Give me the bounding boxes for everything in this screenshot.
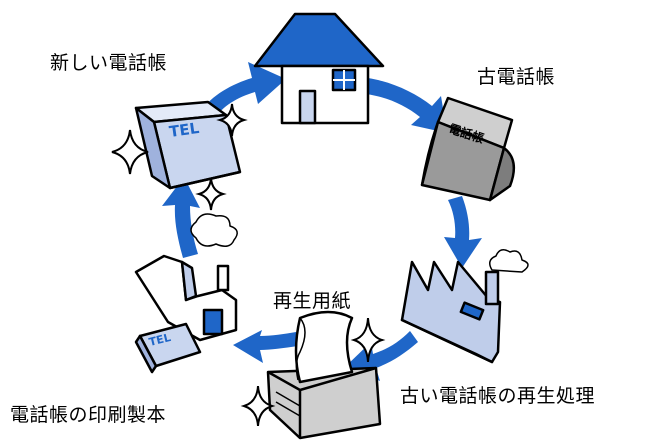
new-phonebook-illustration: TEL [134,100,242,190]
sparkle-icon [240,385,276,427]
old-phonebook-illustration: 電話帳 [420,96,516,202]
sparkle-icon [195,177,227,211]
small-book-tel-text: TEL [148,331,173,349]
sparkle-icon [111,129,149,175]
sparkle-icon [350,317,386,363]
label-old-phonebook: 古電話帳 [477,66,556,88]
arrow-paper-to-print [233,330,298,363]
house-roof [253,12,385,68]
sparkle-icons-new-book [111,103,248,211]
label-new-phonebook: 新しい電話帳 [50,52,168,74]
house-door [298,89,317,125]
sparkle-icons-paper [240,317,386,427]
label-recycled-paper: 再生用紙 [273,290,352,312]
smoke-cloud [489,249,529,273]
recycled-paper-illustration [266,310,382,440]
arrow-new-to-house [200,62,286,120]
arrow-house-to-old [366,78,447,133]
smoke-cloud [190,213,238,247]
label-recycle-process: 古い電話帳の再生処理 [400,385,596,407]
arrow-old-to-factory [444,196,482,268]
house-illustration [253,12,385,125]
recycling-factory-illustration [400,249,529,364]
label-print-binding: 電話帳の印刷製本 [10,404,167,426]
new-book-tel-text: TEL [168,119,201,141]
arrow-print-to-new [162,177,200,258]
print-binding-factory-illustration: TEL [134,213,238,374]
sparkle-icon [216,103,248,137]
